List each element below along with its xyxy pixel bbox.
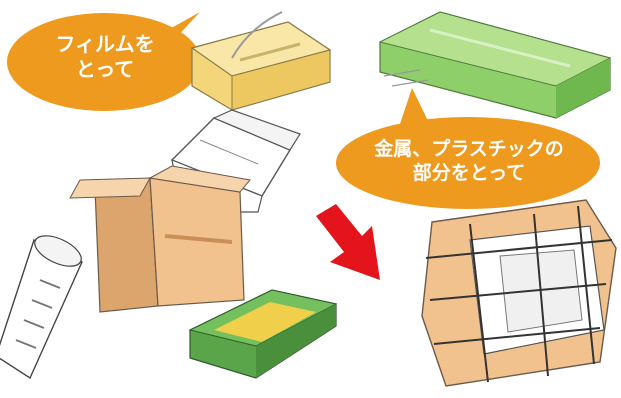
- red-arrow-icon: [316, 204, 380, 280]
- bubble-right-line1: 金属、プラスチックの: [374, 138, 564, 160]
- speech-bubble-right: [336, 88, 600, 209]
- snack-box-illustration: [188, 289, 338, 379]
- cardboard-box-illustration: [69, 165, 251, 313]
- bubble-left-line1: フィルムを: [55, 32, 155, 56]
- bubble-left-line2: とって: [75, 57, 135, 81]
- tissue-box-illustration: [190, 11, 332, 111]
- wrap-box-illustration: [378, 11, 612, 119]
- bubble-right-text: 金属、プラスチックの 部分をとって: [344, 138, 594, 186]
- flattened-cardboard-bundle-illustration: [421, 199, 617, 387]
- paper-roll-illustration: [0, 235, 83, 380]
- bubble-left-text: フィルムを とって: [30, 32, 180, 82]
- speech-bubble-left: [7, 12, 201, 111]
- bubble-right-line2: 部分をとって: [412, 161, 526, 184]
